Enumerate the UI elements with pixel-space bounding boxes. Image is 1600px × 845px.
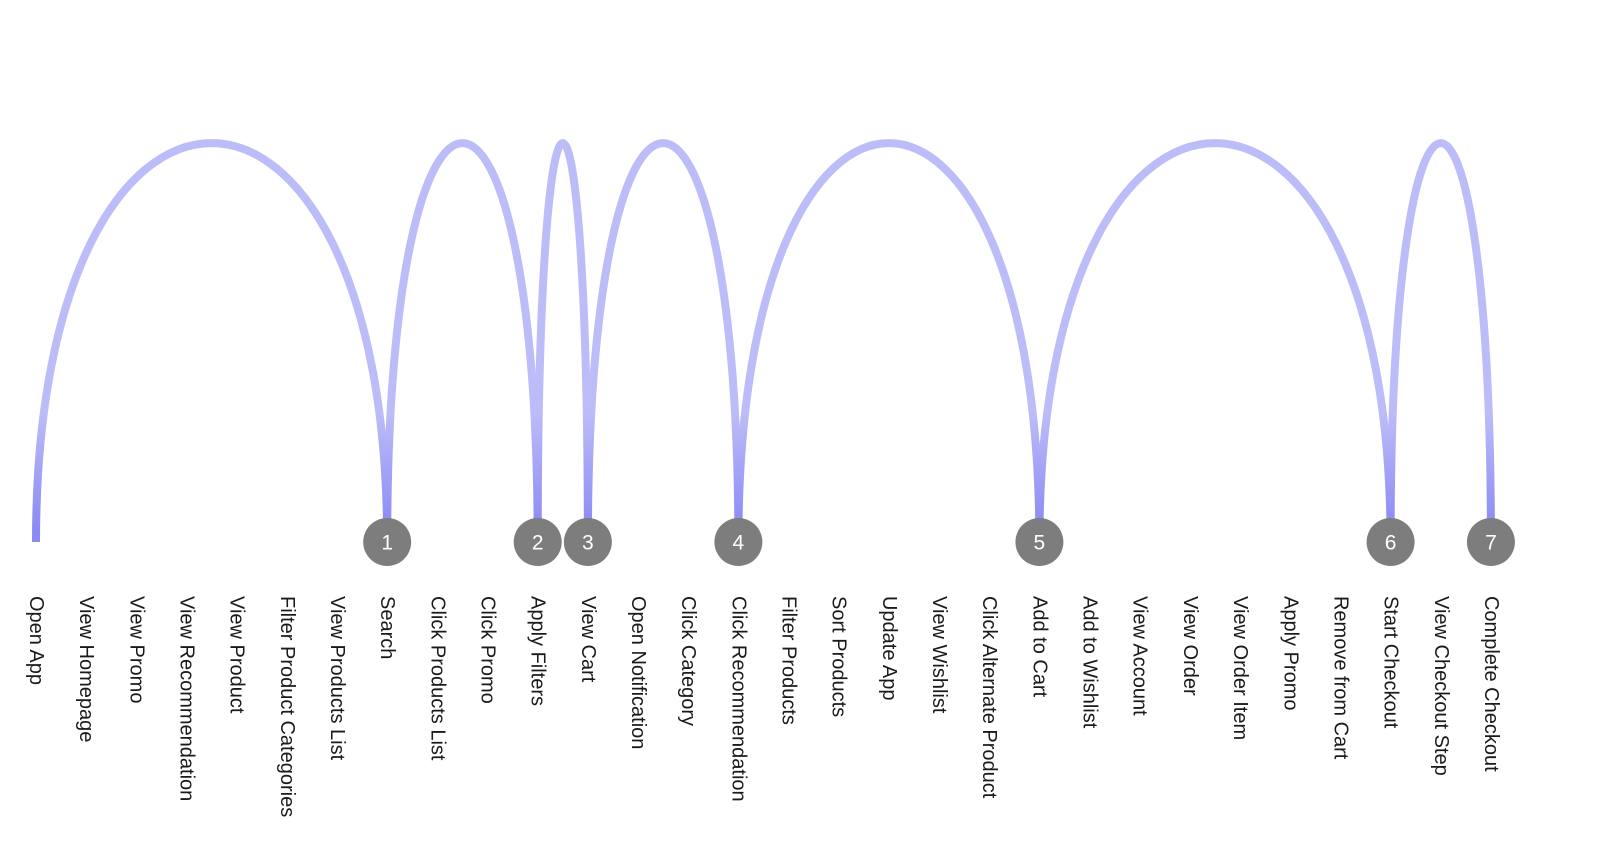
event-label: Start Checkout bbox=[1380, 596, 1402, 729]
step-number: 5 bbox=[1034, 532, 1046, 555]
step-marker-4: 4 bbox=[714, 518, 763, 566]
event-label: Click Category bbox=[677, 596, 699, 726]
step-circle bbox=[1466, 518, 1515, 566]
step-marker-6: 6 bbox=[1366, 518, 1415, 566]
step-number: 4 bbox=[733, 532, 745, 555]
event-label: Search bbox=[376, 596, 398, 659]
step-number: 6 bbox=[1385, 532, 1397, 555]
step-markers: 1 2 3 4 5 6 7 bbox=[363, 518, 1515, 566]
event-label: Open Notification bbox=[627, 596, 649, 749]
event-label: View Recommendation bbox=[176, 596, 198, 801]
step-number: 2 bbox=[532, 532, 544, 555]
event-label: View Homepage bbox=[75, 596, 97, 742]
step-circle bbox=[1366, 518, 1415, 566]
arc-4 bbox=[583, 139, 743, 543]
step-circle bbox=[363, 518, 412, 566]
event-label: Click Recommendation bbox=[727, 596, 749, 802]
event-label: View Account bbox=[1129, 596, 1151, 716]
event-labels: Open App View Homepage View Promo View Reco… bbox=[25, 596, 1502, 817]
arc-3 bbox=[533, 139, 592, 543]
arc-7 bbox=[1386, 139, 1495, 543]
arc-1 bbox=[32, 139, 392, 543]
event-label: Filter Products bbox=[778, 596, 800, 725]
event-label: View Product bbox=[226, 596, 248, 714]
event-label: Open App bbox=[25, 596, 47, 685]
event-label: Filter Product Categories bbox=[276, 596, 298, 817]
event-label: Apply Filters bbox=[527, 596, 549, 706]
step-marker-2: 2 bbox=[513, 518, 562, 566]
event-label: View Wishlist bbox=[928, 596, 950, 714]
step-marker-3: 3 bbox=[563, 518, 612, 566]
step-marker-7: 7 bbox=[1466, 518, 1515, 566]
event-label: View Order Item bbox=[1229, 596, 1251, 740]
step-number: 1 bbox=[381, 532, 393, 555]
step-circle bbox=[513, 518, 562, 566]
event-label: View Checkout Step bbox=[1430, 596, 1452, 776]
event-label: Add to Wishlist bbox=[1079, 596, 1101, 729]
event-label: Remove from Cart bbox=[1329, 596, 1351, 760]
step-circle bbox=[563, 518, 612, 566]
step-circle bbox=[1015, 518, 1064, 566]
step-marker-5: 5 bbox=[1015, 518, 1064, 566]
event-label: Click Products List bbox=[426, 596, 448, 761]
event-label: View Cart bbox=[577, 596, 599, 683]
event-label: Sort Products bbox=[828, 596, 850, 717]
event-label: View Order bbox=[1179, 596, 1201, 696]
event-label: View Products List bbox=[326, 596, 348, 761]
step-number: 3 bbox=[582, 532, 594, 555]
event-label: View Promo bbox=[125, 596, 147, 703]
arc-2 bbox=[383, 139, 542, 543]
event-label: Add to Cart bbox=[1028, 596, 1050, 698]
arcs bbox=[32, 139, 1495, 543]
step-marker-1: 1 bbox=[363, 518, 412, 566]
event-label: Apply Promo bbox=[1279, 596, 1301, 711]
event-label: Click Alternate Product bbox=[978, 596, 1000, 799]
event-label: Complete Checkout bbox=[1480, 596, 1502, 772]
step-circle bbox=[714, 518, 763, 566]
step-number: 7 bbox=[1485, 532, 1497, 555]
event-label: Click Promo bbox=[477, 596, 499, 704]
arc-6 bbox=[1035, 139, 1395, 543]
arc-5 bbox=[734, 139, 1044, 543]
event-label: Update App bbox=[878, 596, 900, 701]
